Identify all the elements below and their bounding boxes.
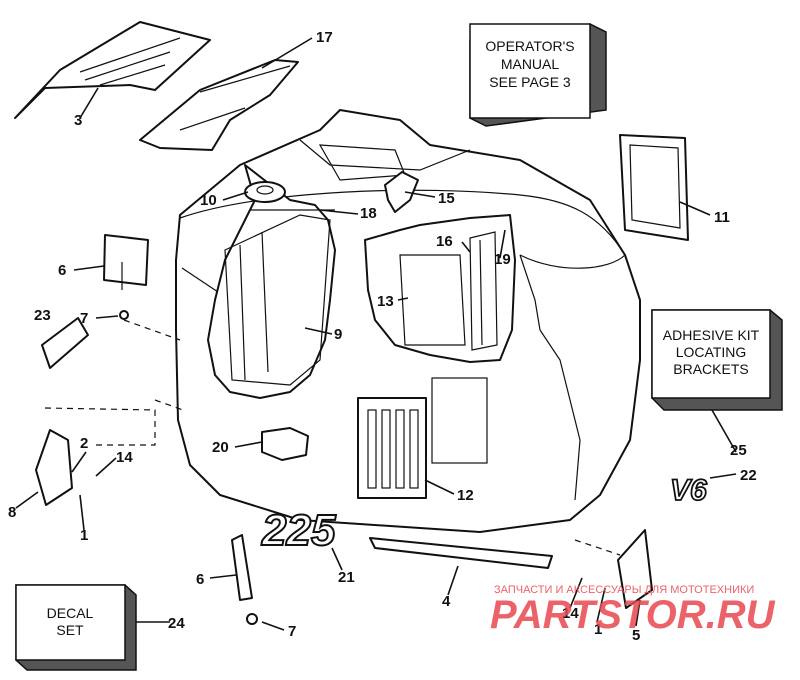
decal-225: 225 — [260, 505, 337, 556]
watermark-tagline: ЗАПЧАСТИ И АКСЕССУАРЫ ДЛЯ МОТОТЕХНИКИ — [494, 584, 754, 596]
callout-16: 16 — [436, 233, 453, 250]
cover-17 — [139, 59, 299, 151]
callout-8: 8 — [8, 504, 16, 521]
callout-14-left: 14 — [116, 449, 133, 466]
callout-10: 10 — [200, 192, 217, 209]
grille-12 — [357, 377, 488, 499]
callout-25: 25 — [730, 442, 747, 459]
svg-text:225: 225 — [261, 506, 336, 555]
svg-text:OPERATOR'S: OPERATOR'S — [485, 38, 574, 54]
svg-text:ADHESIVE KIT: ADHESIVE KIT — [663, 327, 760, 343]
callout-6-bottom: 6 — [196, 571, 204, 588]
watermark-brand: PARTSTOR.RU — [490, 593, 776, 637]
decal-v6: V6 — [669, 473, 708, 508]
svg-text:SEE PAGE 3: SEE PAGE 3 — [489, 74, 571, 90]
callout-3: 3 — [74, 112, 82, 129]
callout-23: 23 — [34, 307, 51, 324]
cutaway-acoustic-panel — [207, 164, 336, 399]
callout-11: 11 — [714, 209, 730, 226]
callout-6-top: 6 — [58, 262, 66, 279]
cutaway-right-panel — [364, 214, 516, 363]
leader-lines — [15, 37, 737, 631]
callout-22: 22 — [740, 467, 757, 484]
bracket-8 — [35, 429, 73, 506]
svg-text:BRACKETS: BRACKETS — [673, 361, 748, 377]
callout-2: 2 — [80, 435, 88, 452]
callout-15: 15 — [438, 190, 455, 207]
callout-5: 5 — [632, 627, 640, 644]
foam-pad-20 — [261, 427, 309, 461]
callout-7-bottom: 7 — [288, 623, 296, 640]
callout-24: 24 — [168, 615, 185, 632]
screw-7-top — [119, 310, 129, 320]
watermark: ЗАПЧАСТИ И АКСЕССУАРЫ ДЛЯ МОТОТЕХНИКИ PA… — [490, 584, 776, 637]
callout-20: 20 — [212, 439, 229, 456]
svg-text:SET: SET — [56, 622, 84, 638]
callout-19: 19 — [494, 251, 511, 268]
vent-cover-3 — [14, 21, 211, 119]
decal-set-box: DECAL SET — [15, 584, 137, 671]
callout-1-right: 1 — [594, 621, 602, 638]
callout-9: 9 — [334, 326, 342, 343]
plate-11 — [619, 134, 689, 241]
clip-6-top — [103, 234, 149, 286]
adhesive-kit-box: ADHESIVE KIT LOCATING BRACKETS — [651, 309, 783, 411]
bracket-23 — [41, 317, 89, 369]
svg-text:MANUAL: MANUAL — [501, 56, 560, 72]
svg-text:V6: V6 — [670, 474, 707, 507]
callout-17: 17 — [316, 29, 333, 46]
callout-21: 21 — [338, 569, 355, 586]
callout-4: 4 — [442, 593, 451, 610]
callout-7-top: 7 — [80, 310, 88, 327]
callout-1-left: 1 — [80, 527, 88, 544]
strip-4 — [369, 537, 553, 569]
callout-14-right: 14 — [562, 605, 579, 622]
callout-numbers: 3 17 10 18 15 11 16 19 13 9 6 7 23 2 14 … — [8, 29, 757, 644]
callout-18: 18 — [360, 205, 377, 222]
callout-13: 13 — [377, 293, 394, 310]
operators-manual-box: OPERATOR'S MANUAL SEE PAGE 3 — [469, 23, 607, 127]
callout-12: 12 — [457, 487, 474, 504]
cap-10 — [244, 181, 286, 203]
latch-15 — [384, 171, 419, 213]
svg-text:LOCATING: LOCATING — [676, 344, 747, 360]
screw-7-bottom — [246, 613, 258, 625]
svg-text:DECAL: DECAL — [47, 605, 94, 621]
bracket-5 — [617, 529, 653, 609]
clip-6-bottom — [231, 534, 253, 601]
